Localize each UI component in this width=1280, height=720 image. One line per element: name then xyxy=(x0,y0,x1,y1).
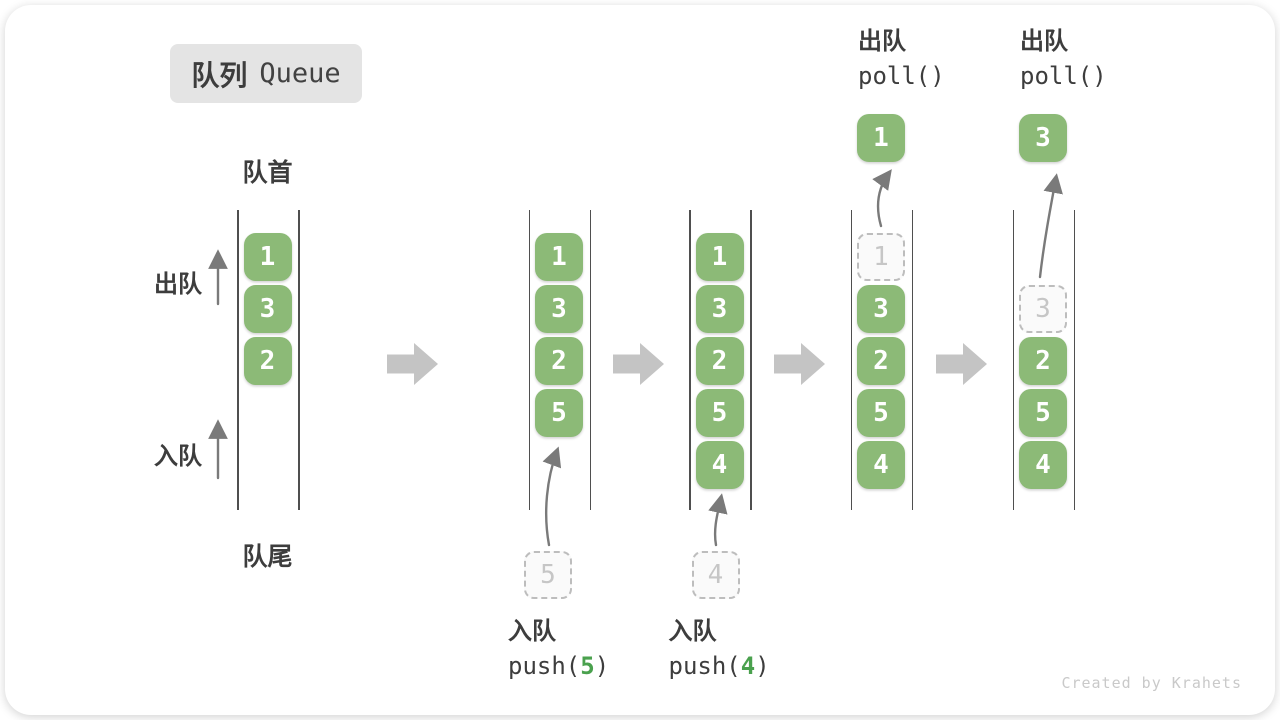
op-zh-label: 入队 xyxy=(668,618,717,645)
op-code-arg: 5 xyxy=(580,652,595,680)
flow-arrow-icon xyxy=(774,342,826,386)
staging-cell: 4 xyxy=(691,551,740,599)
op-code-arg: 4 xyxy=(740,652,756,680)
staging-cell: 5 xyxy=(524,551,572,599)
op-zh-label: 出队 xyxy=(858,28,906,55)
enqueue-op-label: 入队 push(5) xyxy=(508,618,609,681)
queue-wall-left xyxy=(237,210,239,510)
op-code-label: poll() xyxy=(1020,61,1107,91)
queue-cell: 1 xyxy=(695,233,744,281)
op-code-label: poll() xyxy=(858,61,945,91)
flow-arrow-icon xyxy=(936,342,988,386)
queue-wall-left xyxy=(528,210,531,510)
queue-cell: 2 xyxy=(1019,337,1067,385)
queue-cell: 2 xyxy=(243,337,292,385)
queue-cell: 5 xyxy=(535,389,583,437)
flow-arrow-icon xyxy=(387,342,439,386)
queue-wall-right xyxy=(750,210,752,510)
watermark: Created by Krahets xyxy=(1061,674,1242,692)
op-zh-label: 入队 xyxy=(508,618,556,645)
queue-cell: 3 xyxy=(243,285,292,333)
queue-front-label: 队首 xyxy=(242,159,293,187)
op-code-pre: poll() xyxy=(1020,62,1107,90)
op-code-post: ) xyxy=(755,652,770,680)
queue-cell: 5 xyxy=(695,389,744,437)
queue-cell: 4 xyxy=(1019,441,1067,489)
queue-wall-right xyxy=(589,210,592,510)
ghost-cell: 3 xyxy=(1019,285,1067,333)
queue-cell: 5 xyxy=(1019,389,1067,437)
queue-rear-label: 队尾 xyxy=(242,543,293,571)
dequeue-op-label: 出队 poll() xyxy=(1020,28,1107,91)
op-code-pre: push( xyxy=(508,652,581,680)
queue-wall-left xyxy=(850,210,853,510)
queue-wall-right xyxy=(1073,210,1076,510)
queue-cell: 5 xyxy=(857,389,905,437)
flow-arrow-icon xyxy=(613,342,665,386)
queue-cell: 3 xyxy=(857,285,905,333)
title-badge: 队列 Queue xyxy=(170,44,362,103)
queue-wall-right xyxy=(298,210,300,510)
queue-cell: 3 xyxy=(535,285,583,333)
op-code-post: ) xyxy=(594,652,610,680)
queue-cell: 4 xyxy=(857,441,905,489)
queue-wall-right xyxy=(911,210,914,510)
queue-cell: 3 xyxy=(695,285,744,333)
queue-cell: 2 xyxy=(695,337,744,385)
title-en: Queue xyxy=(259,58,341,89)
result-cell: 1 xyxy=(857,114,905,162)
queue-wall-left xyxy=(689,210,691,510)
queue-wall-left xyxy=(1012,210,1015,510)
op-zh-label: 出队 xyxy=(1020,28,1068,55)
queue-cell: 1 xyxy=(535,233,583,281)
op-code-pre: push( xyxy=(668,652,741,680)
op-code-label: push(4) xyxy=(669,651,770,681)
result-cell: 3 xyxy=(1019,114,1067,162)
dequeue-op-label: 出队 poll() xyxy=(858,28,945,91)
op-code-pre: poll() xyxy=(858,62,945,90)
op-code-label: push(5) xyxy=(508,651,609,681)
enqueue-op-label: 入队 push(4) xyxy=(669,618,770,681)
enqueue-side-label: 入队 xyxy=(154,443,202,470)
queue-cell: 2 xyxy=(857,337,905,385)
title-zh: 队列 xyxy=(191,59,248,91)
ghost-cell: 1 xyxy=(857,233,905,281)
queue-cell: 1 xyxy=(243,233,292,281)
dequeue-side-label: 出队 xyxy=(154,271,202,298)
queue-cell: 2 xyxy=(535,337,583,385)
queue-cell: 4 xyxy=(695,441,744,489)
